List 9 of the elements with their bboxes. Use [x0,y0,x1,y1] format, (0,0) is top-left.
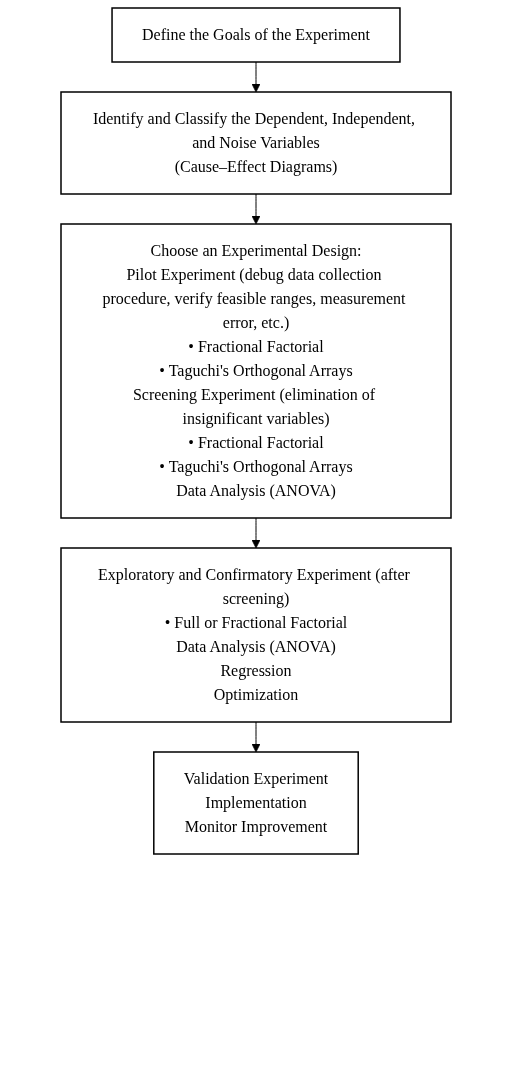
node-box: Choose an Experimental Design: Pilot Experiment (debug data collection procedure, verify feasible ranges, measurement error, etc.) • Fractional Factorial • Taguchi's Orthogonal Arrays Screening Experiment (elimination of insignificant variables) • Fractional Factorial • Taguchi's Orthogonal Arrays Data Analysis (ANOVA) [59,223,452,519]
node-box: Validation Experiment Implementation Monitor Improvement [152,751,359,855]
arrow [251,721,260,753]
arrow [251,517,260,549]
arrow [251,61,260,93]
arrow [251,193,260,225]
node-box: Define the Goals of the Experiment [110,7,401,63]
node-box: Exploratory and Confirmatory Experiment (after screening) • Full or Fractional Factorial Data Analysis (ANOVA) Regression Optimization [59,547,452,723]
node-box: Identify and Classify the Dependent, Independent, and Noise Variables (Cause–Effect Diagrams) [59,91,452,195]
